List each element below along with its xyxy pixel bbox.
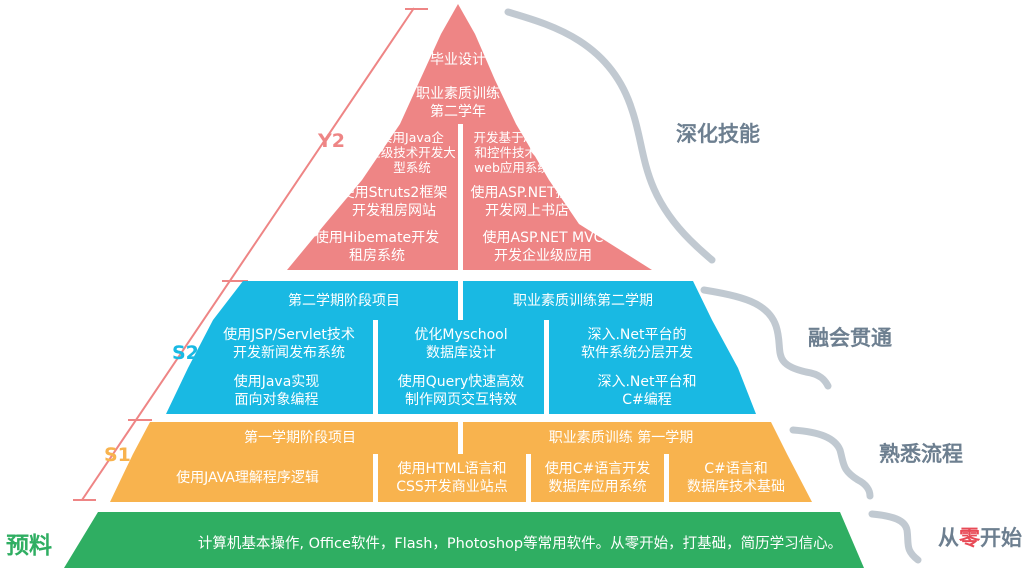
y2-ajax-web: 开发基于Ajax 和控件技术的 web应用系统 — [473, 129, 551, 175]
s2-jquery-effects: 使用Query快速高效 制作网页交互特效 — [397, 374, 525, 408]
label-from-zero-post: 开始 — [980, 526, 1022, 550]
y2-row3-left-shape — [362, 124, 458, 180]
stage-label-y2: Y2 — [318, 130, 345, 152]
s2-quality-training: 职业素质训练第二学期 — [513, 292, 653, 309]
s2-java-oop: 使用Java实现 面向对象编程 — [233, 374, 320, 408]
s1-row2-b-shape — [378, 454, 526, 502]
prep-base-text: 计算机基本操作, Office软件，Flash，Photoshop等常用软件。从… — [197, 535, 843, 552]
s1-quality-training: 职业素质训练 第一学期 — [548, 430, 694, 446]
progress-line — [73, 7, 428, 501]
s2-jsp-servlet-news: 使用JSP/Servlet技术 开发新闻发布系统 — [223, 327, 355, 361]
stage-label-prep: 预料 — [6, 533, 52, 559]
s2-net-csharp: 深入.Net平台和 C#编程 — [597, 374, 697, 408]
s2-row2-a-shape — [188, 320, 373, 368]
s1-stage-project: 第一学期阶段项目 — [244, 430, 356, 446]
s1-row1-left-shape — [133, 422, 458, 454]
label-integrate: 融会贯通 — [808, 326, 892, 350]
y2-row4-right-shape — [463, 180, 579, 224]
s2-row1-left-shape — [213, 281, 458, 320]
brace-icons — [504, 8, 922, 564]
stage-label-s2: S2 — [172, 342, 199, 364]
s1-row2-a-shape — [110, 454, 373, 502]
s2-row3-a-shape — [166, 368, 373, 414]
s2-row3-c-shape — [549, 368, 756, 414]
y2-row5-right-shape — [463, 224, 652, 270]
s2-row3-b-shape — [378, 368, 544, 414]
s1-row2-c-shape — [531, 454, 664, 502]
brace-s2-icon — [700, 286, 832, 390]
label-from-zero-pre: 从 — [938, 526, 959, 550]
y2-struts2-rental-site: 使用Struts2框架 开发租房网站 — [340, 185, 448, 219]
y2-row4-left-shape — [325, 180, 458, 224]
s2-stage-project: 第二学期阶段项目 — [288, 292, 400, 309]
s2-myschool-db-design: 优化Myschool 数据库设计 — [414, 327, 508, 361]
label-from-zero: 从零开始 — [938, 522, 1022, 552]
s1-csharp-db-app: 使用C#语言开发 数据库应用系统 — [544, 461, 651, 495]
y2-row5-left-shape — [287, 224, 458, 270]
s2-row1-right-shape — [463, 281, 712, 320]
s2-net-layered-dev: 深入.Net平台的 软件系统分层开发 — [581, 327, 693, 361]
s1-section — [110, 422, 812, 502]
prep-base-shape — [64, 512, 864, 568]
label-from-zero-highlight: 零 — [959, 526, 980, 550]
s2-row2-b-shape — [378, 320, 544, 368]
y2-section — [287, 4, 652, 270]
y2-java-enterprise: 实用Java企 业级技术开发大 型系统 — [368, 129, 456, 175]
s2-section — [166, 281, 756, 414]
s1-html-css-site: 使用HTML语言和 CSS开发商业站点 — [396, 461, 508, 495]
brace-prep-icon — [868, 510, 922, 564]
s2-row2-c-shape — [549, 320, 738, 368]
stage-label-s1: S1 — [104, 444, 131, 466]
y2-top-shape — [420, 4, 495, 80]
y2-aspnet-bookstore: 使用ASP.NET技术 开发网上书店 — [470, 185, 584, 219]
label-familiar-process: 熟悉流程 — [879, 442, 963, 466]
brace-s1-icon — [789, 426, 874, 500]
y2-row3-right-shape — [463, 124, 549, 180]
label-deepen-skills: 深化技能 — [676, 122, 760, 146]
brace-y2-icon — [504, 8, 716, 264]
s1-row2-d-shape — [669, 454, 812, 502]
s1-row1-right-shape — [463, 422, 787, 454]
y2-aspnet-mvc: 使用ASP.NET MVC 开发企业级应用 — [482, 230, 604, 264]
y2-quality-shape — [400, 80, 516, 124]
s1-csharp-db-basics: C#语言和 数据库技术基础 — [687, 461, 785, 495]
s1-java-program-logic: 使用JAVA理解程序逻辑 — [176, 470, 319, 486]
y2-quality-training: 职业素质训练 第二学年 — [416, 86, 500, 120]
y2-hibernate-rental-system: 使用Hibemate开发 租房系统 — [314, 230, 440, 264]
y2-graduation-design: 毕业设计 — [430, 52, 486, 68]
